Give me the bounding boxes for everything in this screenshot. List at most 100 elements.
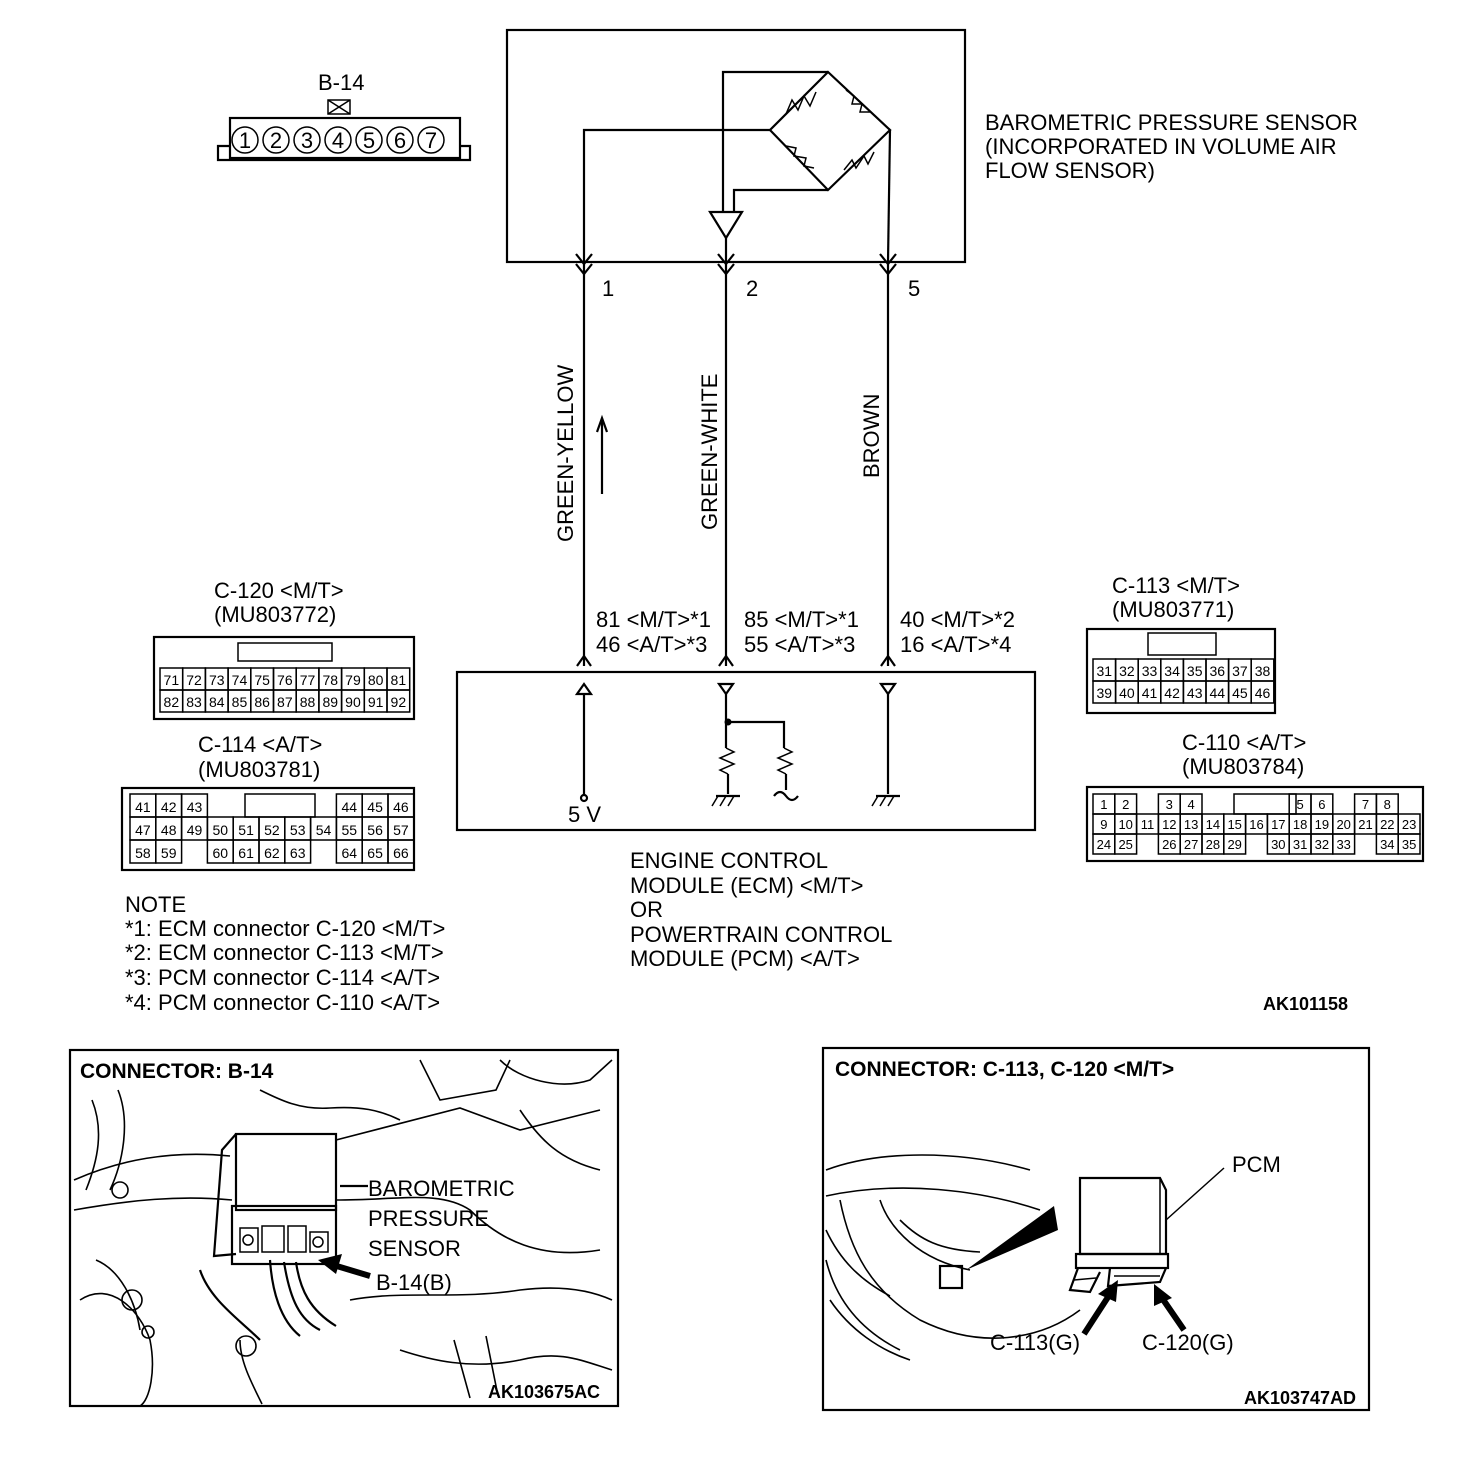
c113-pin-number: 31 (1097, 663, 1113, 679)
c113-pin-cell (1250, 680, 1275, 704)
c113-pin-number: 42 (1164, 685, 1180, 701)
c114-pin-number: 63 (290, 845, 306, 861)
b14-pin-ring (386, 126, 414, 154)
b14-pin-number: 2 (270, 128, 282, 153)
c114-pin-number: 60 (213, 845, 229, 861)
sensor-unit: BAROMETRIC PRESSURE SENSOR (INCORPORATED… (505, 28, 1358, 264)
supply-node (579, 793, 589, 803)
c110-pin-number: 18 (1293, 817, 1307, 832)
b14-pin-number: 1 (239, 128, 251, 153)
branch-to-filter (728, 720, 786, 748)
ground-hatch-1a (711, 795, 719, 807)
panel-right-c120-label: C-120(G) (1142, 1330, 1234, 1355)
connector-c114-title: C-114 <A/T> (198, 732, 322, 757)
c120-pin-number: 75 (254, 672, 270, 688)
c110-pin-number: 16 (1249, 817, 1263, 832)
arrow-c113-head (1098, 1280, 1118, 1302)
c120-pin-number: 92 (391, 694, 407, 710)
ground-hatch-2b (879, 795, 887, 807)
b14-pin-ring (355, 126, 383, 154)
c113-pin-number: 33 (1142, 663, 1158, 679)
b14-pin-number: 7 (425, 128, 437, 153)
dashboard-illustration (825, 1154, 1225, 1361)
c114-pin-number: 58 (135, 845, 151, 861)
c120-pin-number: 73 (209, 672, 225, 688)
c110-pin-number: 24 (1097, 837, 1111, 852)
panel-left-callout-line-1: BAROMETRIC (368, 1176, 515, 1201)
c114-key (244, 793, 316, 818)
c114-pin-number: 59 (161, 845, 177, 861)
supply-voltage-label: 5 V (568, 802, 601, 827)
c110-pin-number: 3 (1166, 797, 1173, 812)
b14-pin-ring (262, 126, 290, 154)
note-heading: NOTE (125, 892, 186, 917)
c113-pin-number: 34 (1164, 663, 1180, 679)
pin1-terminal-bot (575, 263, 593, 276)
c110-pin-number: 20 (1336, 817, 1350, 832)
c110-pin-number: 7 (1362, 797, 1369, 812)
ecm-pin-wire3-terminal (880, 654, 896, 667)
ecm-pin-label-wire3-mt: 40 <M/T>*2 (900, 607, 1015, 632)
c114-pin-cell (155, 839, 183, 864)
bridge-resistor-2 (845, 89, 870, 113)
c113-pin-number: 44 (1210, 685, 1226, 701)
notes: NOTE *1: ECM connector C-120 <M/T> *2: E… (125, 892, 445, 1015)
b14-pin-ring (293, 126, 321, 154)
connector-c120-body (152, 635, 416, 721)
connector-c113-part: (MU803771) (1112, 597, 1234, 622)
connector-c110-title: C-110 <A/T> (1182, 730, 1306, 755)
connector-c120-title: C-120 <M/T> (214, 578, 344, 603)
sensor-title-line-1: BAROMETRIC PRESSURE SENSOR (985, 110, 1358, 135)
pulldown-resistor (718, 747, 736, 775)
c113-pin-number: 32 (1119, 663, 1135, 679)
signal-processing-symbol (773, 790, 799, 802)
c114-pin-cell (284, 839, 312, 864)
c120-pin-cell (386, 689, 411, 713)
engine-bay-illustration (73, 1059, 613, 1407)
c110-pin-number: 13 (1184, 817, 1198, 832)
supply-input-triangle (574, 682, 594, 696)
module-title-line-3: OR (630, 897, 663, 922)
input-triangle-wire3 (878, 682, 898, 696)
c110-pin-number: 35 (1402, 837, 1416, 852)
pin5-terminal-top (879, 253, 897, 266)
c120-pin-number: 71 (164, 672, 180, 688)
sensor-title-line-2: (INCORPORATED IN VOLUME AIR (985, 134, 1337, 159)
ground-hatch-1b (719, 795, 727, 807)
note-line-3: *3: PCM connector C-114 <A/T> (125, 965, 440, 990)
c120-pin-number: 89 (322, 694, 338, 710)
zoom-wedge (966, 1206, 1058, 1270)
c120-pin-number: 87 (277, 694, 293, 710)
c113-pin-number: 36 (1210, 663, 1226, 679)
sensor-wire-pin1 (582, 128, 770, 262)
c114-pin-number: 47 (135, 822, 151, 838)
c110-pin-number: 19 (1315, 817, 1329, 832)
c110-pin-number: 25 (1118, 837, 1132, 852)
ground-hatch-2a (871, 795, 879, 807)
c110-pin-number: 12 (1162, 817, 1176, 832)
c114-pin-number: 44 (342, 799, 358, 815)
arrow-c120-shaft (1159, 1296, 1187, 1332)
c110-pin-number: 17 (1271, 817, 1285, 832)
pin1-terminal-top (575, 253, 593, 266)
c110-pin-cell (1332, 833, 1356, 855)
connector-c120-key (237, 642, 333, 662)
panel-left-title: CONNECTOR: B-14 (80, 1060, 274, 1083)
c110-pin-cell (1223, 833, 1247, 855)
connector-c120-part: (MU803772) (214, 602, 336, 627)
c114-pin-number: 48 (161, 822, 177, 838)
c110-pin-number: 30 (1271, 837, 1285, 852)
b14-pin-number: 5 (363, 128, 375, 153)
module-title-line-2: MODULE (ECM) <M/T> (630, 873, 863, 898)
c114-pin-number: 53 (290, 822, 306, 838)
c114-pin-number: 66 (393, 845, 409, 861)
c120-pin-number: 88 (300, 694, 316, 710)
sensor-wire-amp-in (732, 188, 828, 212)
module-title-line-4: POWERTRAIN CONTROL (630, 922, 892, 947)
ecm-pin-label-wire1-mt: 81 <M/T>*1 (596, 607, 711, 632)
c110-pin-number: 8 (1384, 797, 1391, 812)
